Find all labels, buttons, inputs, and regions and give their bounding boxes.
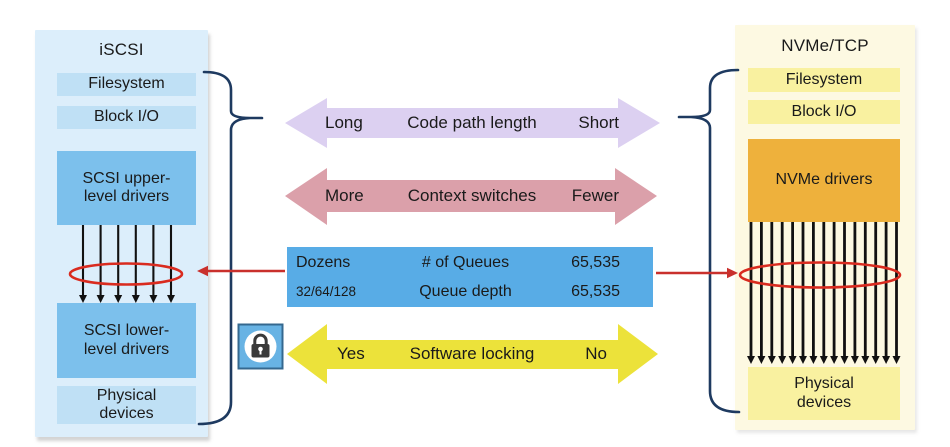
iscsi-physical-box: Physical devices xyxy=(57,386,196,424)
software-locking-labels: Yes Software locking No xyxy=(337,344,607,364)
left-brace xyxy=(197,70,264,426)
software-locking-left-value: Yes xyxy=(337,344,365,363)
nvme-blockio-box: Block I/O xyxy=(748,100,900,124)
software-locking-arrow xyxy=(287,324,658,384)
nvme-physical-box: Physical devices xyxy=(748,367,900,420)
iscsi-blockio-label: Block I/O xyxy=(94,108,159,126)
software-locking-right-value: No xyxy=(585,344,607,363)
num-queues-row: Dozens # of Queues 65,535 xyxy=(287,249,653,276)
context-switches-label: Context switches xyxy=(407,186,537,205)
software-locking-label: Software locking xyxy=(409,344,535,363)
num-queues-left-value: Dozens xyxy=(296,253,351,271)
scsi-lower-drivers-label: SCSI lower-level drivers xyxy=(83,322,170,358)
right-brace xyxy=(677,68,741,414)
queue-depth-row: 32/64/128 Queue depth 65,535 xyxy=(287,278,653,305)
code-path-right-value: Short xyxy=(578,113,619,132)
num-queues-right-value: 65,535 xyxy=(571,253,620,271)
queue-depth-right-value: 65,535 xyxy=(571,282,620,300)
scsi-upper-drivers-box: SCSI upper-level drivers xyxy=(57,151,196,225)
code-path-left-value: Long xyxy=(325,113,363,132)
nvme-physical-label: Physical devices xyxy=(794,375,854,411)
nvme-filesystem-label: Filesystem xyxy=(785,70,863,88)
iscsi-blockio-box: Block I/O xyxy=(57,106,196,129)
nvme-drivers-label: NVMe drivers xyxy=(775,171,873,189)
queues-comparison-box: Dozens # of Queues 65,535 32/64/128 Queu… xyxy=(287,247,653,307)
scsi-lower-drivers-box: SCSI lower-level drivers xyxy=(57,303,196,378)
code-path-arrow xyxy=(285,98,660,148)
nvme-title: NVMe/TCP xyxy=(781,36,869,55)
nvme-filesystem-box: Filesystem xyxy=(748,68,900,92)
context-switches-arrow xyxy=(285,168,657,225)
iscsi-title: iSCSI xyxy=(99,40,144,59)
nvme-drivers-box: NVMe drivers xyxy=(748,139,900,222)
context-switches-labels: More Context switches Fewer xyxy=(325,186,619,206)
lock-icon xyxy=(237,323,284,370)
queue-depth-left-value: 32/64/128 xyxy=(296,284,357,299)
num-queues-label: # of Queues xyxy=(421,253,510,271)
context-switches-right-value: Fewer xyxy=(571,186,619,205)
iscsi-filesystem-box: Filesystem xyxy=(57,73,196,96)
right-red-pointer-arrow xyxy=(656,267,738,279)
iscsi-filesystem-label: Filesystem xyxy=(88,75,165,93)
nvme-blockio-label: Block I/O xyxy=(791,102,857,120)
context-switches-left-value: More xyxy=(325,186,364,205)
code-path-label: Code path length xyxy=(407,113,537,132)
left-red-pointer-arrow xyxy=(197,265,285,277)
iscsi-physical-label: Physical devices xyxy=(96,386,157,422)
scsi-upper-drivers-label: SCSI upper-level drivers xyxy=(82,169,171,205)
code-path-labels: Long Code path length Short xyxy=(325,113,619,133)
queue-depth-label: Queue depth xyxy=(419,282,512,300)
